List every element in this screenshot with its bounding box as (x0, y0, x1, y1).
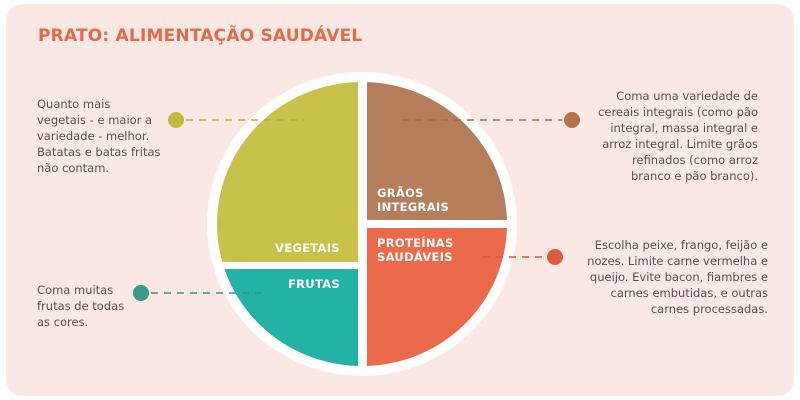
note-line: não contam. (37, 161, 110, 175)
note-line: queijo. Evite bacon, fiambres e (589, 270, 768, 284)
note-line: integral, massa integral e (610, 121, 758, 135)
label-proteinas-line2: SAUDÁVEIS (377, 250, 453, 264)
marker-dot-frutas (133, 285, 149, 301)
note-line: Coma muitas (37, 283, 114, 297)
label-vegetais: VEGETAIS (275, 241, 340, 255)
note-line: carnes processadas. (650, 302, 768, 316)
note-line: Coma uma variedade de (616, 89, 758, 103)
note-graos-integrais: Coma uma variedade de cereais integrais … (598, 88, 758, 184)
note-vegetais: Quanto mais vegetais - e maior a varieda… (37, 96, 161, 176)
note-line: branco e pão branco). (630, 169, 758, 183)
note-line: refinados (como arroz (632, 153, 758, 167)
note-line: as cores. (37, 315, 89, 329)
label-graos-integrais: GRÃOS INTEGRAIS (377, 186, 449, 214)
note-line: carnes embutidas, e outras (610, 286, 768, 300)
note-line: variedade - melhor. (37, 129, 150, 143)
label-proteinas-saudaveis: PROTEÍNAS SAUDÁVEIS (377, 236, 454, 264)
note-line: cereais integrais (como pão (598, 105, 758, 119)
note-line: Quanto mais (37, 97, 111, 111)
marker-dot-vegetais (168, 112, 184, 128)
note-proteinas-saudaveis: Escolha peixe, frango, feijão e nozes. L… (587, 237, 768, 317)
label-graos-line2: INTEGRAIS (377, 200, 450, 214)
marker-dot-proteinas (547, 249, 563, 265)
page-title: PRATO: ALIMENTAÇÃO SAUDÁVEL (38, 26, 363, 46)
note-line: arroz integral. Limite grãos (602, 137, 758, 151)
label-graos-line1: GRÃOS (377, 186, 424, 200)
note-line: nozes. Limite carne vermelha e (587, 254, 768, 268)
note-line: vegetais - e maior a (37, 113, 153, 127)
note-frutas: Coma muitas frutas de todas as cores. (37, 282, 124, 330)
note-line: Escolha peixe, frango, feijão e (594, 238, 768, 252)
note-line: Batatas e batas fritas (37, 145, 161, 159)
marker-dot-graos (564, 112, 580, 128)
label-proteinas-line1: PROTEÍNAS (377, 236, 454, 250)
note-line: frutas de todas (37, 299, 125, 313)
label-frutas: FRUTAS (288, 277, 340, 291)
